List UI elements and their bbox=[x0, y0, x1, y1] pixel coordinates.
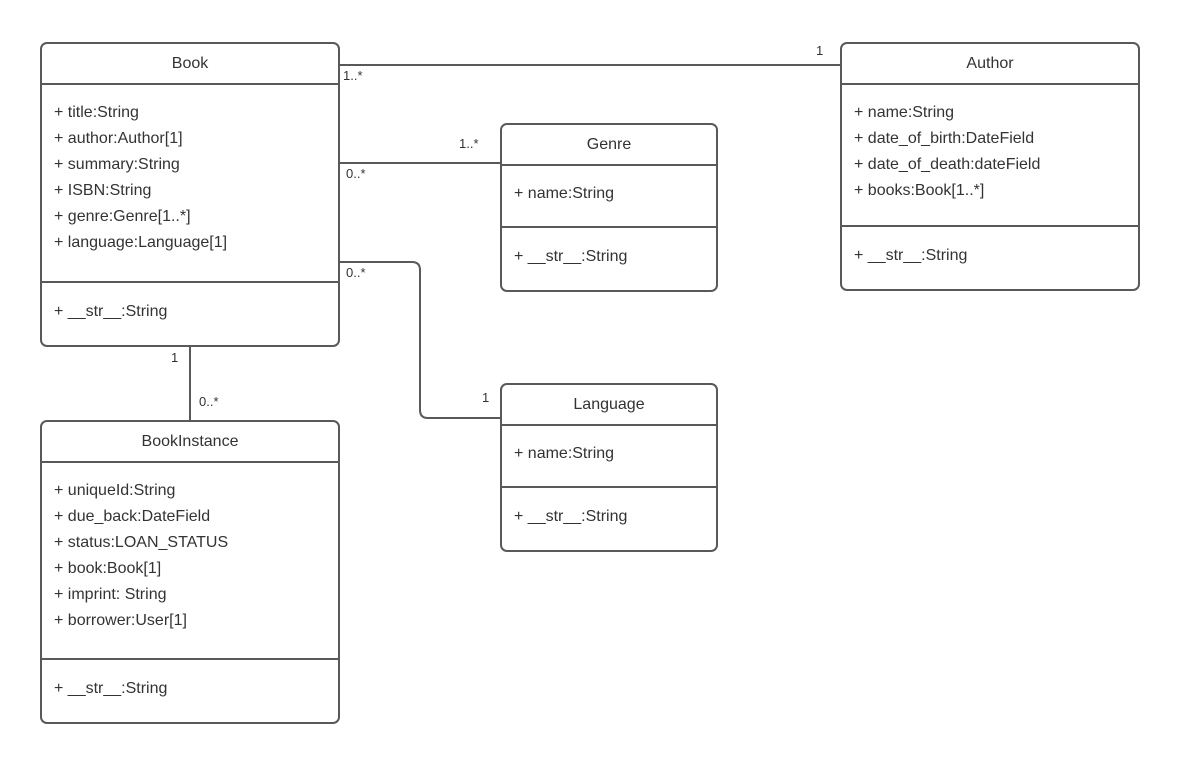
multiplicity-label-book-language-target: 1 bbox=[482, 390, 490, 405]
attribute: + date_of_birth:DateField bbox=[854, 130, 1035, 147]
multiplicity-label-book-genre-source: 0..* bbox=[346, 166, 366, 181]
attribute: + title:String bbox=[54, 104, 139, 121]
class-title: Language bbox=[502, 385, 716, 426]
class-methods: + __str__:String bbox=[502, 486, 716, 550]
class-title: Genre bbox=[502, 125, 716, 166]
class-title: BookInstance bbox=[42, 422, 338, 463]
attribute: + due_back:DateField bbox=[54, 508, 211, 525]
class-methods: + __str__:String bbox=[842, 225, 1138, 289]
multiplicity-label-book-language-source: 0..* bbox=[346, 265, 366, 280]
multiplicity-label-book-author-source: 1..* bbox=[343, 68, 363, 83]
multiplicity-label-book-bookinstance-target: 0..* bbox=[199, 394, 219, 409]
multiplicity-label-book-author-target: 1 bbox=[816, 43, 824, 58]
attribute: + uniqueId:String bbox=[54, 482, 176, 499]
attribute: + summary:String bbox=[54, 156, 180, 173]
class-methods: + __str__:String bbox=[502, 226, 716, 290]
attribute: + book:Book[1] bbox=[54, 560, 162, 577]
class-box-book: Book + title:String + author:Author[1] +… bbox=[40, 42, 340, 347]
class-box-genre: Genre + name:String + __str__:String bbox=[500, 123, 718, 292]
attribute: + status:LOAN_STATUS bbox=[54, 534, 229, 551]
attribute: + name:String bbox=[514, 185, 615, 202]
class-box-language: Language + name:String + __str__:String bbox=[500, 383, 718, 552]
class-attributes: + title:String + author:Author[1] + summ… bbox=[42, 85, 338, 281]
class-box-author: Author + name:String + date_of_birth:Dat… bbox=[840, 42, 1140, 291]
class-methods: + __str__:String bbox=[42, 281, 338, 345]
attribute: + language:Language[1] bbox=[54, 234, 228, 251]
connector-book-language bbox=[340, 261, 500, 419]
class-methods: + __str__:String bbox=[42, 658, 338, 722]
method: + __str__:String bbox=[854, 247, 968, 264]
attribute: + books:Book[1..*] bbox=[854, 182, 985, 199]
attribute: + ISBN:String bbox=[54, 182, 152, 199]
multiplicity-label-book-bookinstance-source: 1 bbox=[171, 350, 179, 365]
method: + __str__:String bbox=[54, 680, 168, 697]
method: + __str__:String bbox=[514, 248, 628, 265]
method: + __str__:String bbox=[54, 303, 168, 320]
attribute: + name:String bbox=[854, 104, 955, 121]
attribute: + author:Author[1] bbox=[54, 130, 183, 147]
attribute: + name:String bbox=[514, 445, 615, 462]
attribute: + imprint: String bbox=[54, 586, 167, 603]
class-box-bookinstance: BookInstance + uniqueId:String + due_bac… bbox=[40, 420, 340, 724]
multiplicity-label-book-genre-target: 1..* bbox=[459, 136, 479, 151]
class-attributes: + name:String bbox=[502, 426, 716, 486]
attribute: + borrower:User[1] bbox=[54, 612, 187, 629]
attribute: + genre:Genre[1..*] bbox=[54, 208, 191, 225]
class-attributes: + name:String + date_of_birth:DateField … bbox=[842, 85, 1138, 225]
class-title: Book bbox=[42, 44, 338, 85]
class-title: Author bbox=[842, 44, 1138, 85]
class-attributes: + name:String bbox=[502, 166, 716, 226]
attribute: + date_of_death:dateField bbox=[854, 156, 1041, 173]
method: + __str__:String bbox=[514, 508, 628, 525]
class-attributes: + uniqueId:String + due_back:DateField +… bbox=[42, 463, 338, 658]
